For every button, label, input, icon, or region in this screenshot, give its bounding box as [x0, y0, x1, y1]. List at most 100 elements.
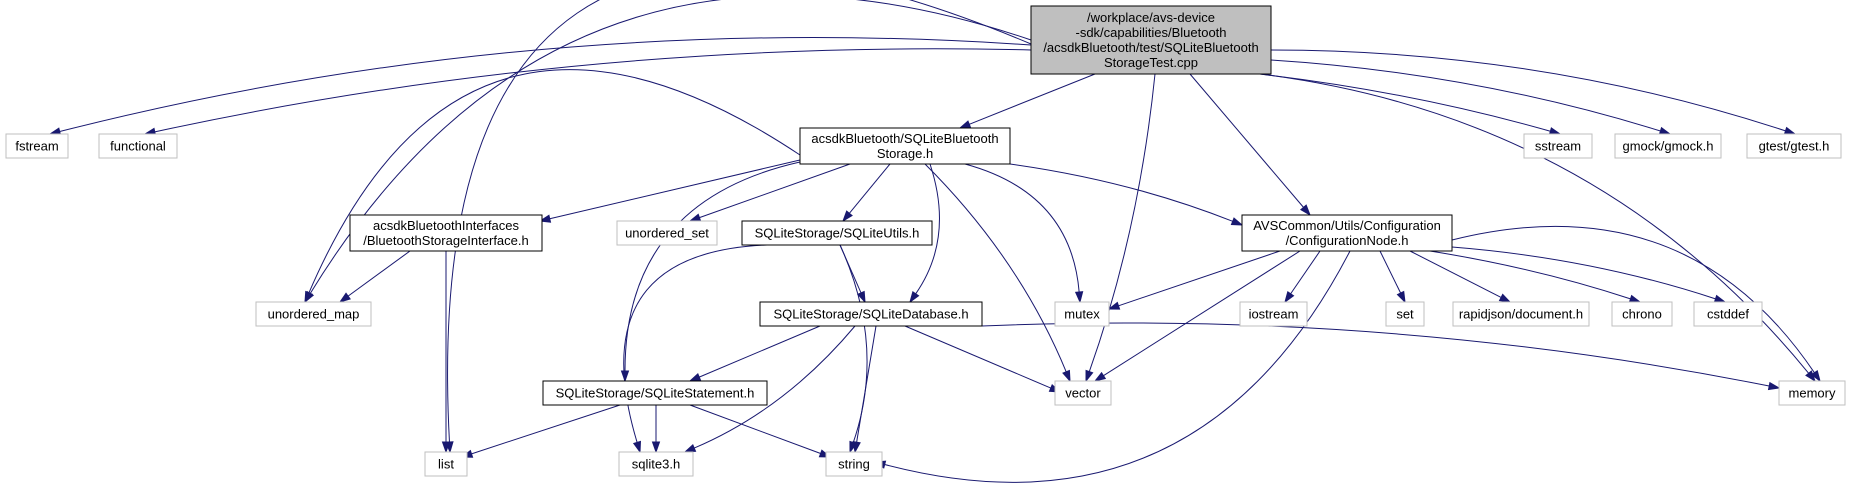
edge-sqlite_bt_storage-to-vector	[924, 163, 1071, 383]
edge-sqlite_bt_storage-to-bt_storage_iface	[538, 159, 801, 223]
node-box	[424, 451, 468, 477]
edge-root-to-sqlite_bt_storage	[958, 73, 1096, 129]
edge-config_node-to-rapidjson	[1409, 250, 1512, 303]
edge-config_node-to-vector	[1093, 250, 1301, 382]
edge-sqlite_statement-to-sqlite3	[651, 405, 661, 454]
node-box	[542, 380, 768, 406]
node-box	[5, 133, 69, 159]
node-box	[1523, 133, 1593, 159]
edge-sqlite_statement-to-list	[460, 404, 621, 458]
edge-sqlite_database-to-string	[852, 325, 877, 454]
node-box	[1030, 5, 1272, 75]
edge-root-to-functional	[143, 48, 1032, 136]
node-box	[1054, 380, 1112, 406]
node-iostream: iostream	[1239, 301, 1308, 327]
edge-root-to-gtest	[1270, 49, 1797, 135]
node-label-line: AVSCommon/Utils/Configuration	[1253, 218, 1441, 233]
node-label-line: SQLiteStorage/SQLiteDatabase.h	[773, 307, 968, 322]
edge-root-to-fstream	[48, 37, 1032, 136]
edge-sqlite_bt_storage-to-sqlite_database	[909, 163, 940, 304]
node-sqlite-statement[interactable]: SQLiteStorage/SQLiteStatement.h	[542, 380, 768, 406]
arrowhead	[1230, 217, 1244, 226]
arrowhead	[304, 290, 314, 304]
arrowhead	[620, 370, 630, 383]
arrowhead	[1093, 371, 1107, 382]
arrowhead	[852, 440, 861, 454]
node-label-line: /acsdkBluetooth/test/SQLiteBluetooth	[1043, 40, 1258, 55]
node-mutex: mutex	[1054, 301, 1110, 327]
edge-sqlite_database-to-vector	[904, 325, 1062, 393]
node-label-line: unordered_map	[268, 307, 360, 322]
node-box	[1778, 380, 1846, 406]
node-gmock: gmock/gmock.h	[1614, 133, 1722, 159]
node-functional: functional	[98, 133, 178, 159]
arrowhead	[632, 440, 641, 454]
node-label-line: acsdkBluetoothInterfaces	[373, 218, 519, 233]
graph-edges	[48, 0, 1821, 483]
node-bt-storage-iface[interactable]: acsdkBluetoothInterfaces/BluetoothStorag…	[349, 214, 543, 252]
node-box	[1614, 133, 1722, 159]
node-root[interactable]: /workplace/avs-device-sdk/capabilities/B…	[1030, 5, 1272, 75]
node-box	[616, 220, 718, 246]
edge-sqlite_database-to-sqlite_statement	[688, 325, 821, 382]
node-label-line: chrono	[1622, 307, 1662, 322]
node-sqlite-database[interactable]: SQLiteStorage/SQLiteDatabase.h	[759, 301, 983, 327]
edge-sqlite_bt_storage-to-unordered_map	[304, 69, 801, 304]
edge-config_node-to-iostream	[1284, 250, 1321, 304]
arrowhead	[683, 444, 697, 453]
node-label-line: cstddef	[1707, 307, 1749, 322]
node-config-node[interactable]: AVSCommon/Utils/Configuration/Configurat…	[1241, 214, 1453, 252]
edge-sqlite_bt_storage-to-unordered_set	[688, 163, 851, 222]
node-string: string	[825, 451, 883, 477]
edge-bt_storage_iface-to-unordered_map	[338, 250, 411, 303]
node-label-line: gmock/gmock.h	[1622, 139, 1713, 154]
node-chrono: chrono	[1611, 301, 1673, 327]
edge-bt_storage_iface-to-list	[441, 250, 451, 454]
node-label-line: iostream	[1249, 307, 1299, 322]
node-vector: vector	[1054, 380, 1112, 406]
node-box	[741, 220, 933, 246]
node-set: set	[1385, 301, 1425, 327]
node-box	[1239, 301, 1308, 327]
arrowhead	[1767, 381, 1781, 391]
edge-config_node-to-mutex	[1107, 250, 1281, 310]
edge-root-to-config_node	[1189, 73, 1311, 217]
node-box	[759, 301, 983, 327]
arrowhead	[1810, 369, 1821, 383]
edge-config_node-to-string	[873, 250, 1351, 483]
node-box	[1611, 301, 1673, 327]
node-memory: memory	[1778, 380, 1846, 406]
edge-root-to-gmock	[1270, 59, 1672, 135]
arrowhead	[1299, 204, 1311, 217]
node-label-line: gtest/gtest.h	[1759, 139, 1830, 154]
node-box	[618, 451, 694, 477]
node-label-line: unordered_set	[625, 226, 709, 241]
node-box	[255, 301, 372, 327]
graph-nodes: /workplace/avs-device-sdk/capabilities/B…	[5, 5, 1846, 477]
node-label-line: /workplace/avs-device	[1087, 10, 1215, 25]
node-label-line: rapidjson/document.h	[1459, 307, 1583, 322]
edge-sqlite_bt_storage-to-config_node	[1009, 163, 1244, 226]
arrowhead	[1284, 290, 1295, 304]
node-box	[1746, 133, 1842, 159]
arrowhead	[842, 210, 853, 223]
edge-root-to-vector	[1085, 73, 1156, 383]
arrowhead	[1062, 369, 1071, 383]
node-label-line: set	[1396, 307, 1414, 322]
arrowhead	[1628, 294, 1642, 303]
edge-config_node-to-set	[1379, 250, 1406, 304]
node-cstddef: cstddef	[1693, 301, 1763, 327]
node-label-line: SQLiteStorage/SQLiteStatement.h	[556, 386, 755, 401]
node-sqlite3: sqlite3.h	[618, 451, 694, 477]
node-sqlite-utils[interactable]: SQLiteStorage/SQLiteUtils.h	[741, 220, 933, 246]
node-label-line: sstream	[1535, 139, 1581, 154]
node-box	[1054, 301, 1110, 327]
edge-config_node-to-memory	[1451, 225, 1821, 383]
node-label-line: functional	[110, 139, 166, 154]
arrowhead	[1074, 291, 1084, 304]
node-box	[825, 451, 883, 477]
node-unordered-map: unordered_map	[255, 301, 372, 327]
arrowhead	[538, 214, 552, 223]
node-unordered-set: unordered_set	[616, 220, 718, 246]
